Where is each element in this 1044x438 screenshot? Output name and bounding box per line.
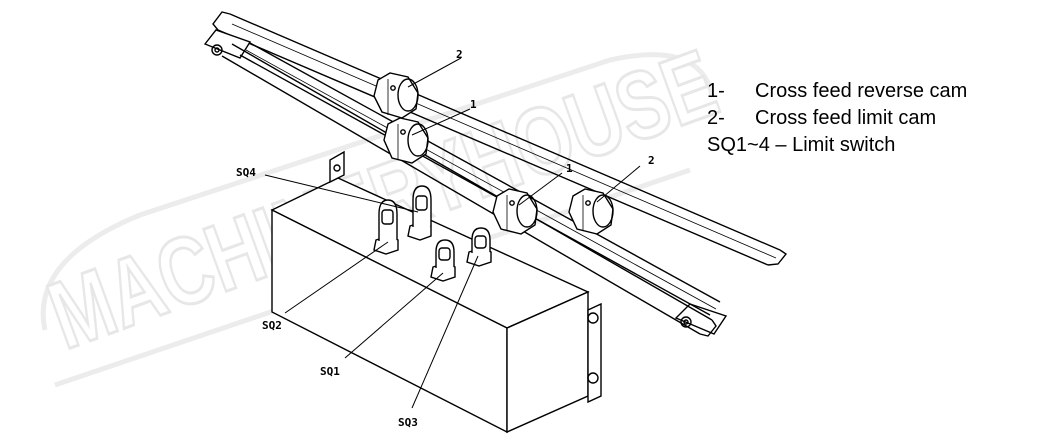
callout-cam-limit-left: 2 <box>456 48 463 61</box>
shaft <box>239 42 721 316</box>
legend: 1- Cross feed reverse cam 2- Cross feed li… <box>707 78 967 159</box>
leader-lines <box>264 57 641 409</box>
callout-cam-reverse-right: 1 <box>566 162 573 175</box>
legend-item-limit-switch: SQ1~4 – Limit switch <box>707 132 967 159</box>
callout-cam-reverse-left: 1 <box>470 98 477 111</box>
rail-front <box>221 43 717 337</box>
cam-reverse-right <box>492 188 538 235</box>
rail-back <box>212 11 788 266</box>
callout-sq1: SQ1 <box>320 365 340 378</box>
callout-sq3: SQ3 <box>398 416 418 429</box>
legend-number: SQ1~4 – <box>707 134 787 156</box>
end-bracket-left <box>203 29 252 59</box>
legend-number: 2- <box>707 107 725 129</box>
callout-sq4: SQ4 <box>236 166 256 179</box>
limit-switch-sq1 <box>430 239 456 282</box>
end-bracket-right <box>674 303 728 335</box>
limit-switch-sq4 <box>407 185 432 241</box>
cam-limit-right <box>568 188 614 235</box>
limit-switch-sq2 <box>373 199 399 255</box>
callout-sq2: SQ2 <box>262 319 282 332</box>
callout-cam-limit-right: 2 <box>648 154 655 167</box>
legend-item-limit-cam: 2- Cross feed limit cam <box>707 105 967 132</box>
legend-text: Cross feed limit cam <box>755 107 937 129</box>
legend-number: 1- <box>707 80 725 102</box>
legend-text: Limit switch <box>792 134 896 156</box>
switch-box <box>270 150 602 434</box>
legend-item-reverse-cam: 1- Cross feed reverse cam <box>707 78 967 105</box>
limit-switch-sq3 <box>466 227 492 267</box>
legend-text: Cross feed reverse cam <box>755 80 968 102</box>
cam-reverse-left <box>383 117 429 164</box>
cam-limit-left <box>373 72 419 119</box>
